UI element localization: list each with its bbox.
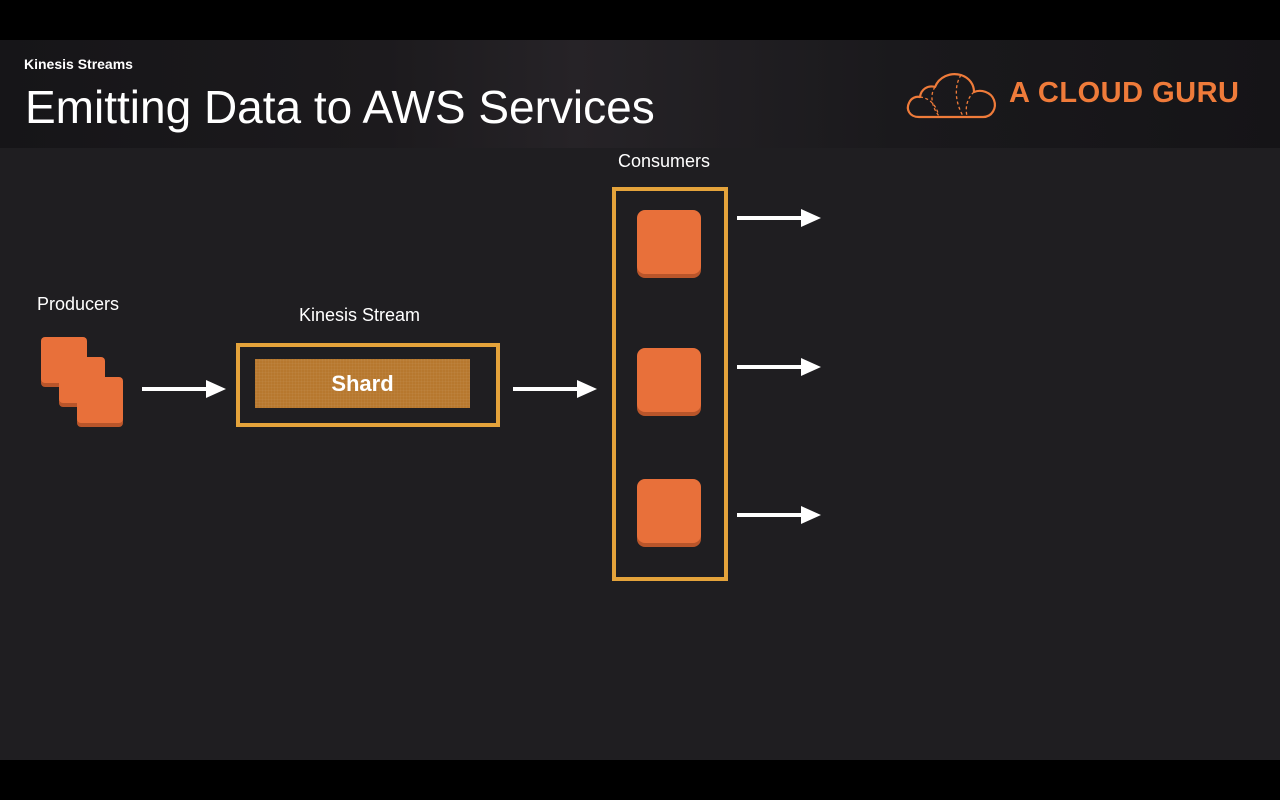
shard-label: Shard <box>331 370 394 396</box>
consumers-label: Consumers <box>618 151 711 171</box>
consumer-icon <box>637 210 701 274</box>
consumers-box <box>612 187 728 581</box>
arrow-right-icon <box>142 380 226 398</box>
arrow-right-icon <box>737 506 821 524</box>
stream-label: Kinesis Stream <box>299 305 421 325</box>
slide-title: Emitting Data to AWS Services <box>25 81 655 133</box>
letterbox-top <box>0 0 1280 40</box>
cloud-logo-icon <box>906 73 996 119</box>
arrow-right-icon <box>737 209 821 227</box>
header-band: Kinesis Streams Emitting Data to AWS Ser… <box>0 40 1280 148</box>
brand-name: A CLOUD GURU <box>1009 77 1240 109</box>
arrow-right-icon <box>737 358 821 376</box>
consumer-icon <box>637 479 701 543</box>
consumer-icon <box>637 348 701 412</box>
section-label: Kinesis Streams <box>24 56 133 72</box>
brand-logo: A CLOUD GURU <box>905 68 1250 124</box>
producers-label: Producers <box>37 294 120 314</box>
producer-icon <box>77 377 123 423</box>
slide: Kinesis Streams Emitting Data to AWS Ser… <box>0 40 1280 760</box>
kinesis-stream-box: Shard <box>236 343 500 427</box>
shard: Shard <box>255 359 470 408</box>
letterbox-bottom <box>0 760 1280 800</box>
arrow-right-icon <box>513 380 597 398</box>
